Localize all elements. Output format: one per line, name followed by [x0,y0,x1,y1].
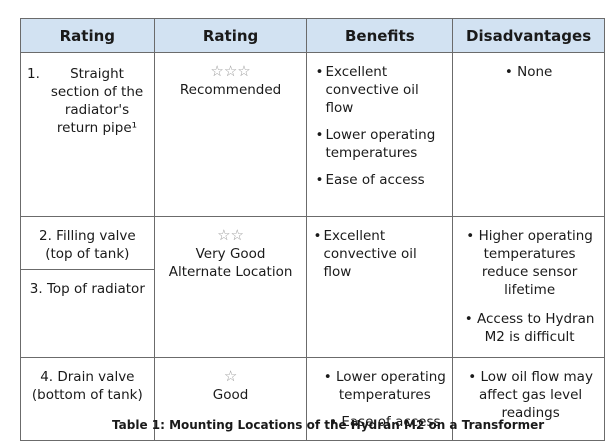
disadvantage-text: None [517,64,553,80]
bullet-icon: • [468,369,477,385]
list-item: •Ease of access [313,171,448,189]
bullet-icon: • [466,228,475,244]
location-text: 4. Drain valve [40,369,135,385]
list-item: • Ease of access [321,413,448,431]
disadvantage-text: Higher operating temperatures reduce sen… [478,228,593,298]
header-rating-location: Rating [20,18,155,53]
table-header-row: Rating Rating Benefits Disadvantages [20,18,605,53]
benefit-text: Lower operating temperatures [325,127,436,161]
list-item: • Higher operating temperatures reduce s… [461,227,598,299]
mounting-locations-table-container: Rating Rating Benefits Disadvantages 1. S… [20,18,605,441]
rating-stars-icon: ☆☆☆ [210,62,251,80]
location-cell: 2. Filling valve (top of tank) [20,216,155,270]
bullet-icon: • [464,311,473,327]
rating-label: Very Good [195,246,266,262]
disadvantage-text: Access to Hydran M2 is difficult [477,311,595,345]
rating-cell: ☆ Good [153,357,308,441]
table-row: 4. Drain valve (bottom of tank) ☆ Good •… [20,357,605,441]
rating-label: Good [212,387,249,403]
benefit-text: Excellent convective oil flow [323,228,417,280]
table-caption: Table 1: Mounting Locations of the Hydra… [112,418,545,432]
disadvantage-text: Low oil flow may affect gas level readin… [479,369,593,421]
list-item: •Excellent convective oil flow [311,227,448,281]
table-row: 1. Straight section of the radiator's ret… [20,52,605,217]
list-item: •Excellent convective oil flow [313,63,448,117]
list-item: • Lower operating temperatures [321,368,448,404]
location-subtext: (bottom of tank) [31,387,143,403]
bullet-icon: • [504,64,513,80]
location-cell: 4. Drain valve (bottom of tank) [20,357,155,441]
rating-cell: ☆☆☆ Recommended [153,52,308,217]
mounting-locations-table: Rating Rating Benefits Disadvantages 1. S… [20,18,605,441]
location-cell: 3. Top of radiator [20,268,155,359]
bullet-icon: • [315,64,324,80]
rating-cell: ☆☆ Very Good Alternate Location [153,216,308,358]
table-row: 3. Top of radiator [20,268,605,359]
rating-label: Recommended [179,82,282,98]
location-text: 3. Top of radiator [29,280,145,297]
bullet-icon: • [313,228,322,244]
benefits-cell: •Excellent convective oil flow [306,216,454,358]
rating-stars-icon: ☆☆ [217,226,245,244]
bullet-icon: • [315,127,324,143]
location-cell: 1. Straight section of the radiator's ret… [20,52,155,217]
table-row: 2. Filling valve (top of tank) ☆☆ Very G… [20,216,605,358]
benefits-cell: •Excellent convective oil flow •Lower op… [306,52,454,217]
header-benefits: Benefits [306,18,454,53]
disadvantages-cell: • Higher operating temperatures reduce s… [452,216,605,358]
disadvantages-cell: • Low oil flow may affect gas level read… [452,357,605,441]
rating-sublabel: Alternate Location [168,264,293,280]
location-subtext: (top of tank) [45,246,130,262]
benefit-text: Lower operating temperatures [336,369,446,403]
location-text: Straight section of the radiator's retur… [50,66,144,136]
rating-stars-icon: ☆ [223,367,238,385]
header-disadvantages: Disadvantages [452,18,605,53]
benefits-cell: • Lower operating temperatures • Ease of… [306,357,454,441]
bullet-icon: • [329,414,338,430]
list-item: • Access to Hydran M2 is difficult [461,310,598,346]
benefit-text: Ease of access [325,172,425,188]
benefit-text: Excellent convective oil flow [325,64,419,116]
location-text: 2. Filling valve [38,228,136,244]
location-number: 1. [27,66,40,82]
disadvantages-cell: • None [452,52,605,217]
header-rating: Rating [153,18,308,53]
bullet-icon: • [315,172,324,188]
bullet-icon: • [323,369,332,385]
benefit-text: Ease of access [341,414,441,430]
list-item: •Lower operating temperatures [313,126,448,162]
